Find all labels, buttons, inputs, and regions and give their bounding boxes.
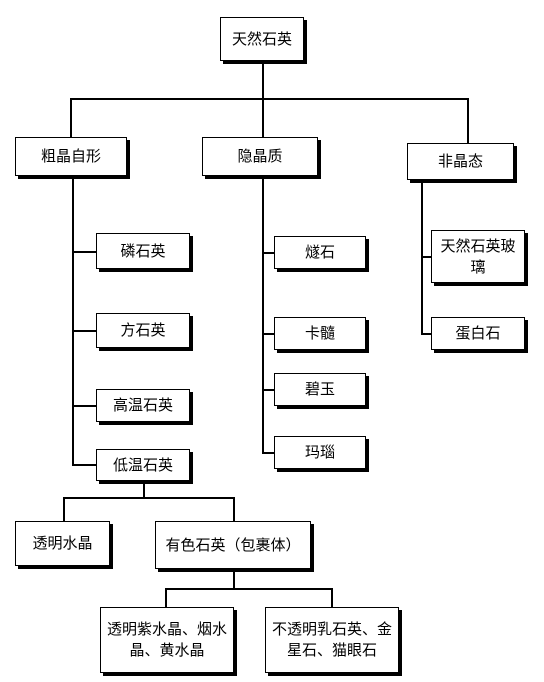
connector — [165, 588, 332, 590]
connector — [262, 61, 264, 99]
phosphorite-quartz-node: 磷石英 — [96, 233, 190, 269]
connector — [233, 569, 235, 589]
connector — [421, 333, 431, 335]
connector — [233, 497, 235, 521]
connector — [262, 389, 274, 391]
connector — [63, 497, 65, 521]
high-temp-quartz-node: 高温石英 — [96, 389, 190, 422]
connector — [262, 98, 264, 138]
clear-crystal-node: 透明水晶 — [15, 521, 110, 566]
connector — [72, 330, 96, 332]
connector — [262, 252, 274, 254]
transparent-varieties-node: 透明紫水晶、烟水晶、黄水晶 — [100, 607, 234, 673]
connector — [262, 333, 274, 335]
connector — [165, 588, 167, 608]
amorphous-node: 非晶态 — [407, 143, 514, 180]
connector — [421, 256, 431, 258]
flint-node: 燧石 — [274, 236, 366, 269]
cryptocrystalline-node: 隐晶质 — [202, 137, 318, 176]
connector — [262, 176, 264, 453]
connector — [72, 405, 96, 407]
opal-node: 蛋白石 — [431, 317, 525, 350]
chalcedony-node: 卡髓 — [274, 317, 366, 350]
connector — [467, 98, 469, 144]
low-temp-quartz-node: 低温石英 — [96, 449, 190, 481]
jasper-node: 碧玉 — [274, 373, 366, 406]
connector — [262, 452, 274, 454]
connector — [331, 588, 333, 608]
opaque-varieties-node: 不透明乳石英、金星石、猫眼石 — [265, 607, 399, 673]
natural-quartz-glass-node: 天然石英玻璃 — [431, 230, 525, 283]
root-node: 天然石英 — [220, 17, 304, 61]
connector — [72, 251, 96, 253]
agate-node: 玛瑙 — [274, 436, 366, 469]
connector — [72, 176, 74, 465]
connector — [72, 464, 96, 466]
connector — [70, 98, 468, 100]
cristobalite-node: 方石英 — [96, 313, 190, 348]
colored-quartz-node: 有色石英（包裹体） — [155, 521, 311, 569]
connector — [143, 481, 145, 498]
crystalline-node: 粗晶自形 — [15, 137, 127, 176]
connector — [63, 497, 234, 499]
connector — [70, 98, 72, 138]
